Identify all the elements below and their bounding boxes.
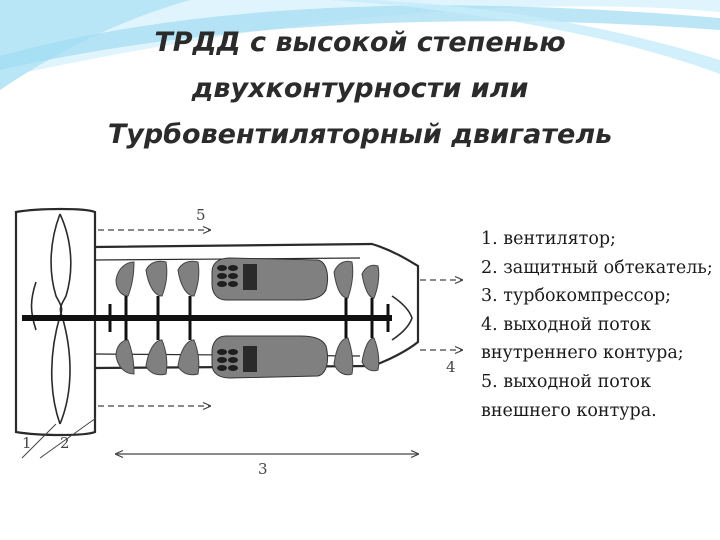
legend-item-5: 5. выходной поток внешнего контура. (481, 371, 657, 421)
label-1: 1 (22, 434, 32, 452)
legend-item-1: 1. вентилятор; (481, 229, 616, 249)
fan-nacelle (14, 207, 97, 437)
engine-diagram: 1 2 3 4 5 (14, 206, 470, 478)
legend-item-3: 3. турбокомпрессор; (481, 286, 672, 307)
legend-item-4: 4. выходной поток внутреннего контура; (481, 314, 684, 364)
label-5: 5 (196, 206, 206, 224)
title-line-1: ТРДД с высокой степенью (154, 27, 566, 58)
core-cowl (94, 242, 420, 370)
spinner (30, 281, 37, 331)
turbine-blades (333, 260, 380, 376)
legend: 1. вентилятор; 2. защитный обтекатель; 3… (481, 225, 716, 425)
label-3: 3 (258, 460, 268, 478)
title-line-3: Турбовентиляторный двигатель (107, 119, 613, 150)
slide-title: ТРДД с высокой степенью двухконтурности … (40, 20, 680, 158)
legend-item-2: 2. защитный обтекатель; (481, 257, 713, 278)
exhaust-cone (391, 295, 413, 341)
label-4: 4 (446, 358, 456, 376)
combustion-chambers (211, 257, 329, 379)
header-decoration (0, 0, 720, 90)
fan-blades (50, 213, 72, 425)
compressor-blades (115, 260, 200, 376)
label-2: 2 (60, 434, 70, 452)
title-line-2: двухконтурности или (191, 73, 529, 104)
